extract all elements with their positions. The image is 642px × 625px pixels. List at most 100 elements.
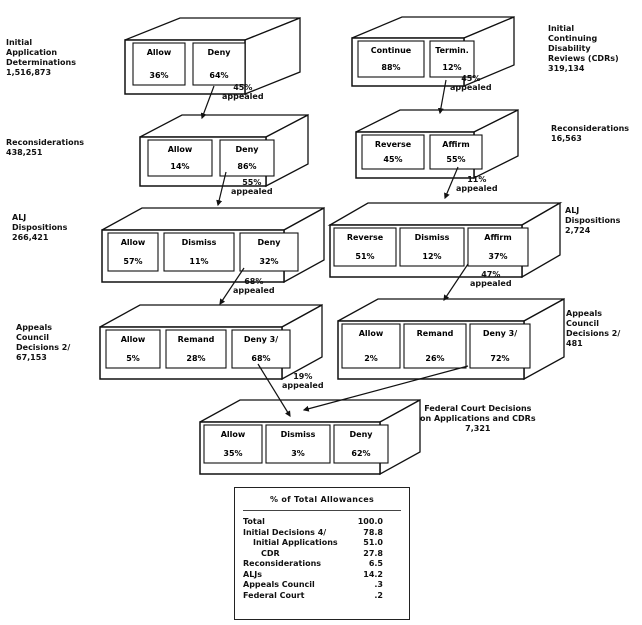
block-right-council-cell-0-name: Allow (359, 329, 384, 338)
block-right-council-cell-2-pct: 72% (490, 354, 509, 363)
label-left-council: Appeals Council Decisions 2/ 67,153 (16, 323, 71, 362)
block-federal-court-cell-1: Dismiss 3% (265, 424, 331, 464)
block-right-recon-cell-1: Affirm 55% (429, 134, 483, 170)
block-right-recon-cell-1-pct: 55% (446, 155, 465, 164)
block-federal-court-cell-0-name: Allow (221, 430, 246, 439)
block-right-alj-cell-0-pct: 51% (355, 252, 374, 261)
arrow-right-initial-to-recon (437, 79, 447, 115)
block-federal-court-cell-0-pct: 35% (223, 449, 242, 458)
block-right-recon-cell-1-name: Affirm (442, 140, 469, 149)
block-right-council-cell-2-box (469, 323, 531, 369)
arrow-left-alj-to-council (219, 267, 245, 305)
block-federal-court-cell-2-name: Deny (350, 430, 374, 439)
block-left-council-cell-2-pct: 68% (251, 354, 270, 363)
block-federal-court-cell-0-box (203, 424, 263, 464)
block-left-initial-cell-1-box (192, 42, 246, 86)
block-right-alj-cell-0-name: Reverse (347, 233, 384, 242)
block-left-initial-cell-0-box (132, 42, 186, 86)
block-left-council-cell-2: Deny 3/68% (231, 329, 291, 369)
block-left-council-cell-0-name: Allow (121, 335, 146, 344)
flow-right-1: 45%appealed (450, 74, 492, 92)
block-left-council-cell-2-box (231, 329, 291, 369)
block-right-initial-cell-0-pct: 88% (381, 63, 400, 72)
label-initial-cdr: Initial Continuing Disability Reviews (C… (548, 24, 619, 73)
block-right-initial-cell-1-name: Termin. (435, 46, 469, 55)
block-left-recon-cell-1-name: Deny (236, 145, 260, 154)
summary-title: % of Total Allowances (269, 495, 375, 504)
block-right-council-cell-0: Allow 2% (341, 323, 401, 369)
block-left-recon-cell-0-name: Allow (168, 145, 193, 154)
block-left-initial-cell-1-name: Deny (208, 48, 232, 57)
arrow-left-recon-to-alj (216, 171, 227, 207)
block-right-alj-cell-2-name: Affirm (484, 233, 511, 242)
block-right-recon-cell-0-name: Reverse (375, 140, 412, 149)
summary-row-appeals-council: Appeals Council.3 (243, 580, 383, 589)
block-right-initial-cell-1-pct: 12% (442, 63, 461, 72)
block-right-alj-top (327, 202, 563, 226)
block-left-council-cell-2-name: Deny 3/ (244, 335, 278, 344)
block-right-alj-cell-1-box (399, 227, 465, 267)
block-left-recon-cell-0-pct: 14% (170, 162, 189, 171)
label-left-alj: ALJ Dispositions 266,421 (12, 213, 68, 242)
flow-left-1: 45%appealed (222, 83, 264, 101)
block-left-alj-cell-1-name: Dismiss (182, 238, 217, 247)
label-right-council: Appeals Council Decisions 2/ 481 (566, 309, 621, 348)
arrow-right-alj-to-council (443, 263, 469, 301)
block-right-alj-cell-0: Reverse 51% (333, 227, 397, 267)
block-left-initial-cell-0-pct: 36% (149, 71, 168, 80)
summary-divider (243, 510, 401, 511)
arrow-left-council-to-court (257, 363, 291, 418)
block-left-council-cell-1-box (165, 329, 227, 369)
block-left-alj-cell-2-name: Deny (258, 238, 282, 247)
flow-left-3: 68%appealed (233, 277, 275, 295)
flow-right-2: 11%appealed (456, 175, 498, 193)
flow-right-3: 47%appealed (470, 270, 512, 288)
summary-row-federal-court: Federal Court.2 (243, 590, 383, 600)
block-left-alj-cell-2-pct: 32% (259, 257, 278, 266)
block-left-council-cell-1-pct: 28% (186, 354, 205, 363)
block-right-initial-cell-0-box (357, 40, 425, 78)
block-federal-court-cell-1-name: Dismiss (281, 430, 316, 439)
block-right-initial-cell-1-box (429, 40, 475, 78)
label-federal-court: Federal Court Decisions on Applications … (420, 404, 536, 433)
block-federal-court-cell-2-box (333, 424, 389, 464)
block-right-alj-cell-1-name: Dismiss (415, 233, 450, 242)
block-right-initial-cell-1: Termin. 12% (429, 40, 475, 78)
flow-left-2: 55%appealed (231, 178, 273, 196)
arrow-left-initial-to-recon (200, 85, 215, 120)
block-right-recon-cell-0-box (361, 134, 425, 170)
block-federal-court-cell-1-pct: 3% (291, 449, 305, 458)
block-left-recon-cell-1-box (219, 139, 275, 177)
block-right-council-cell-2: Deny 3/72% (469, 323, 531, 369)
block-right-council-cell-0-pct: 2% (364, 354, 378, 363)
block-left-alj-cell-2-box (239, 232, 299, 272)
block-left-alj-cell-0-name: Allow (121, 238, 146, 247)
block-right-alj-cell-1-pct: 12% (422, 252, 441, 261)
label-left-reconsiderations: Reconsiderations 438,251 (6, 138, 85, 157)
block-right-alj-cell-0-box (333, 227, 397, 267)
label-right-alj: ALJ Dispositions 2,724 (565, 206, 621, 235)
block-federal-court-cell-0: Allow 35% (203, 424, 263, 464)
flow-court: 19%appealed (282, 372, 324, 390)
